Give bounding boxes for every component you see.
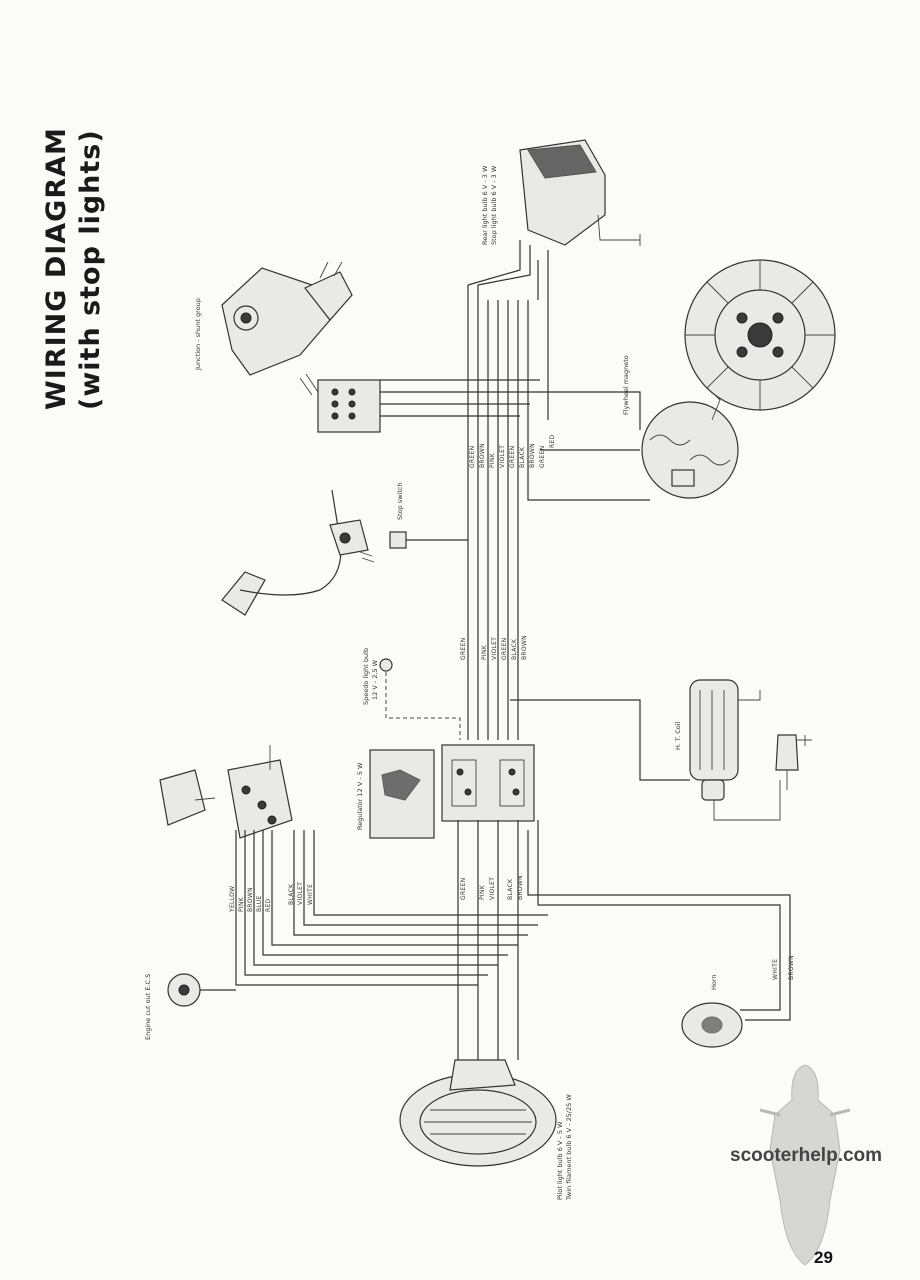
wire-label-upper-8: RED — [549, 434, 556, 448]
main-harness — [380, 240, 690, 781]
wire-label-upper-1: BROWN — [479, 443, 486, 468]
regulator-label: Regulator 12 V - 5 W — [356, 762, 364, 830]
rear-light-label-2: Stop light bulb 6 V - 3 W — [490, 165, 498, 245]
wire-label-switch-7: WHITE — [307, 884, 314, 905]
wire-label-upper-2: PINK — [489, 452, 496, 468]
ht-coil-label: H. T. Coil — [674, 721, 682, 750]
page-number: 29 — [814, 1248, 833, 1267]
headlight-icon — [399, 1059, 557, 1167]
horn-icon — [681, 1002, 743, 1048]
connector-block — [317, 379, 381, 433]
wire-label-switch-2: BROWN — [247, 887, 254, 912]
wire-label-upper-0: GREEN — [469, 446, 476, 468]
spark-plug-icon — [775, 734, 812, 790]
horn-label: Horn — [710, 974, 718, 990]
wire-label-switch-1: PINK — [238, 896, 245, 912]
speedo-light-icon — [379, 658, 393, 672]
wire-label-switch-3: BLUE — [256, 895, 263, 912]
wire-label-switch-6: VIOLET — [297, 882, 304, 905]
wire-label-switch-4: RED — [265, 898, 272, 912]
wire-label-upper-4: GREEN — [509, 446, 516, 468]
wire-label-lower-4: BROWN — [517, 875, 524, 900]
wire-label-lower-0: GREEN — [460, 878, 467, 900]
wire-label-upper-6: BROWN — [529, 443, 536, 468]
engine-cutout-icon — [167, 973, 201, 1007]
wire-label-switch-5: BLACK — [288, 883, 295, 905]
watermark: scooterhelp.com — [730, 1145, 883, 1166]
wire-label-middle-5: BROWN — [521, 635, 528, 660]
junction-box-icon — [221, 261, 353, 376]
wire-label-lower-3: BLACK — [507, 878, 514, 900]
wire-label-middle-1: PINK — [481, 644, 488, 660]
flywheel-label: Flywheel magneto — [622, 355, 630, 415]
speedo-label-2: 12 V - 2,5 W — [371, 659, 379, 700]
wire-label-middle-4: BLACK — [511, 638, 518, 660]
stop-switch-icon — [389, 531, 407, 549]
wire-label-upper-7: GREEN — [539, 446, 546, 468]
wire-label-middle-3: GREEN — [501, 638, 508, 660]
wire-label-lower-1: PINK — [479, 884, 486, 900]
engine-cutout-label: Engine cut out E.C.S — [144, 974, 152, 1040]
switch-icon — [159, 745, 293, 839]
rear-light-label-1: Rear light bulb 6 V - 3 W — [481, 165, 489, 245]
distribution-board-icon — [441, 744, 535, 822]
wire-label-upper-5: BLACK — [519, 446, 526, 468]
wire-label-horn-0: WHITE — [772, 959, 779, 980]
wire-label-switch-0: YELLOW — [229, 886, 236, 913]
brake-pedal-icon — [221, 489, 369, 616]
flywheel-magneto-icon — [641, 259, 836, 499]
ht-coil-icon — [689, 679, 781, 821]
regulator-icon — [369, 749, 435, 839]
lower-harness — [200, 820, 791, 1060]
head-light-label-2: Twin filament bulb 6 V - 25/25 W — [565, 1094, 573, 1201]
wire-label-middle-0: GREEN — [460, 638, 467, 660]
head-light-label-1: Pilot light bulb 6 V - 5 W — [556, 1121, 564, 1200]
stop-switch-label: Stop switch — [396, 482, 404, 520]
wire-label-middle-2: VIOLET — [491, 637, 498, 660]
wire-label-horn-1: BROWN — [788, 955, 795, 980]
wire-label-upper-3: VIOLET — [499, 445, 506, 468]
rear-light-icon — [519, 139, 641, 246]
scooter-silhouette-icon — [760, 1064, 850, 1266]
speedo-label-1: Speedo light bulb — [362, 648, 370, 705]
wire-label-lower-2: VIOLET — [489, 877, 496, 900]
junction-box-label: Junction - shunt group — [194, 298, 202, 371]
